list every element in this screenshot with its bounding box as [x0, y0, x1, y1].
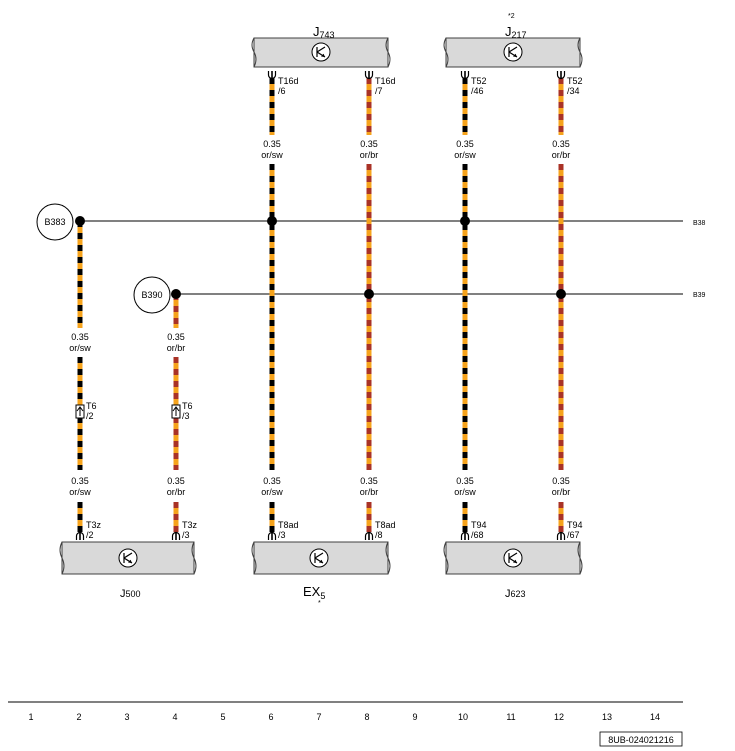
connector-pin-icon [364, 70, 374, 80]
ecu-icon [503, 548, 523, 568]
connector-label: T16d/6 [278, 76, 299, 96]
ecu-icon [503, 42, 523, 62]
junction-dot [267, 216, 277, 226]
column-number: 10 [458, 712, 468, 722]
j217-note: *2 [508, 13, 515, 20]
column-numbers: 1 2 3 4 5 6 7 8 9 10 11 12 13 14 [28, 712, 660, 722]
junction-dot [75, 216, 85, 226]
column-number: 9 [412, 712, 417, 722]
connector-label: T52/46 [471, 76, 487, 96]
connector-pin-icon [556, 70, 566, 80]
column-number: 11 [506, 712, 515, 722]
footer-code-box [599, 731, 683, 747]
inline-connector-t6-2[interactable]: T6/2 [75, 401, 97, 421]
connector-pin-icon [267, 70, 277, 80]
component-ex5[interactable]: EX5 * [251, 541, 391, 607]
component-j623[interactable]: J623 [443, 541, 583, 600]
splice-b390[interactable]: B390 [133, 276, 171, 314]
connector-label: T6/2 [86, 401, 97, 421]
column-number: 2 [76, 712, 81, 722]
connector-label: T8ad/8 [375, 520, 396, 540]
inline-connector-t6-3[interactable]: T6/3 [171, 401, 193, 421]
connector-label: T3z/3 [182, 520, 198, 540]
j623-main-label: J623 [505, 588, 526, 600]
connector-label: T3z/2 [86, 520, 102, 540]
connector-label: T16d/7 [375, 76, 396, 96]
column-number: 4 [172, 712, 177, 722]
column-number: 3 [124, 712, 129, 722]
junction-dot [460, 216, 470, 226]
splice-b390-label: B390 [141, 290, 162, 300]
column-number: 13 [602, 712, 612, 722]
junction-dot [364, 289, 374, 299]
connector-pin-icon [171, 531, 181, 541]
footer-code: 8UB-024021216 [608, 735, 674, 745]
column-number: 1 [28, 712, 33, 722]
j500-main-label: J500 [120, 588, 141, 600]
column-number: 14 [650, 712, 660, 722]
connector-pin-icon [460, 531, 470, 541]
connector-pin-icon [75, 531, 85, 541]
splice-b383[interactable]: B383 [36, 203, 74, 241]
j217-main-label: J217 [505, 24, 527, 40]
bus-label-b38: B38 [693, 220, 706, 227]
component-j743[interactable]: J743 [251, 24, 391, 68]
column-number: 5 [220, 712, 225, 722]
bus-label-b39: B39 [693, 292, 706, 299]
connector-label: T94/68 [471, 520, 487, 540]
connector-label: T8ad/3 [278, 520, 299, 540]
column-number: 7 [316, 712, 321, 722]
connector-label: T6/3 [182, 401, 193, 421]
connector-pin-icon [460, 70, 470, 80]
component-j217[interactable]: *2 J217 [443, 13, 583, 68]
ecu-icon [118, 548, 138, 568]
connector-label: T94/67 [567, 520, 583, 540]
splice-b383-label: B383 [44, 217, 65, 227]
column-number: 8 [364, 712, 369, 722]
column-number: 12 [554, 712, 564, 722]
ecu-icon [309, 548, 329, 568]
j743-main-label: J743 [313, 24, 335, 40]
ecu-icon [311, 42, 331, 62]
connector-pin-icon [556, 531, 566, 541]
column-number: 6 [268, 712, 273, 722]
connector-label: T52/34 [567, 76, 583, 96]
connector-pin-icon [364, 531, 374, 541]
ex5-main-label: EX5 [303, 584, 325, 601]
junction-dot [556, 289, 566, 299]
connector-pin-icon [267, 531, 277, 541]
component-j500[interactable]: J500 [59, 541, 197, 600]
junction-dot [171, 289, 181, 299]
ex5-note: * [318, 600, 321, 607]
